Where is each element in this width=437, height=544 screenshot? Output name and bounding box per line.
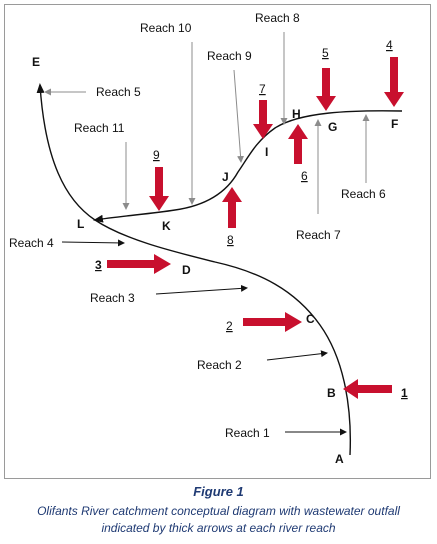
node-a: A bbox=[335, 452, 344, 466]
figure-caption: Olifants River catchment conceptual diag… bbox=[0, 503, 437, 537]
node-g: G bbox=[328, 120, 337, 134]
outfall-6-label: 6 bbox=[301, 169, 308, 183]
main-river bbox=[36, 83, 352, 456]
outfall-arrow-4 bbox=[384, 57, 404, 107]
reach-5-label: Reach 5 bbox=[96, 85, 141, 99]
reach-7-label: Reach 7 bbox=[296, 228, 341, 242]
reach-2-label: Reach 2 bbox=[197, 358, 242, 372]
figure-title: Figure 1 bbox=[193, 484, 244, 499]
outfall-arrow-3 bbox=[107, 254, 171, 274]
node-b: B bbox=[327, 386, 336, 400]
figure-caption-line-2: indicated by thick arrows at each river … bbox=[101, 521, 336, 535]
outfall-4-label: 4 bbox=[386, 38, 393, 52]
node-h: H bbox=[292, 107, 301, 121]
node-e: E bbox=[32, 55, 40, 69]
node-i: I bbox=[265, 145, 268, 159]
node-k: K bbox=[162, 219, 171, 233]
outfall-7-label: 7 bbox=[259, 82, 266, 96]
reach-1-label: Reach 1 bbox=[225, 426, 270, 440]
reach-10-label: Reach 10 bbox=[140, 21, 192, 35]
reach-11-label: Reach 11 bbox=[74, 121, 125, 135]
node-j: J bbox=[222, 170, 229, 184]
outfall-5-label: 5 bbox=[322, 46, 329, 60]
reach-2-pointer bbox=[266, 350, 328, 361]
outfall-arrow-1 bbox=[343, 379, 392, 399]
reach-8-label: Reach 8 bbox=[255, 11, 300, 25]
outfall-arrow-6 bbox=[288, 124, 308, 164]
outfall-arrow-7 bbox=[253, 100, 273, 139]
outfall-arrow-5 bbox=[316, 68, 336, 111]
node-l: L bbox=[77, 217, 84, 231]
node-c: C bbox=[306, 312, 315, 326]
outfall-arrow-2 bbox=[243, 312, 302, 332]
diagram-frame bbox=[4, 4, 431, 479]
outfall-8-label: 8 bbox=[227, 233, 234, 247]
node-d: D bbox=[182, 263, 191, 277]
tributary-river bbox=[93, 110, 403, 223]
reach-4-label: Reach 4 bbox=[9, 236, 54, 250]
outfall-arrow-9 bbox=[149, 167, 169, 211]
reach-3-pointer bbox=[155, 284, 248, 295]
node-f: F bbox=[391, 117, 398, 131]
outfall-9-label: 9 bbox=[153, 148, 160, 162]
reach-3-label: Reach 3 bbox=[90, 291, 135, 305]
outfall-3-label: 3 bbox=[95, 258, 102, 272]
figure-caption-line-1: Olifants River catchment conceptual diag… bbox=[37, 504, 400, 518]
reach-9-label: Reach 9 bbox=[207, 49, 252, 63]
reach-6-label: Reach 6 bbox=[341, 187, 386, 201]
reach-4-pointer bbox=[61, 239, 125, 247]
outfall-2-label: 2 bbox=[226, 319, 233, 333]
outfall-1-label: 1 bbox=[401, 386, 408, 400]
reach-9-pointer bbox=[233, 69, 245, 163]
outfall-arrow-8 bbox=[222, 187, 242, 228]
